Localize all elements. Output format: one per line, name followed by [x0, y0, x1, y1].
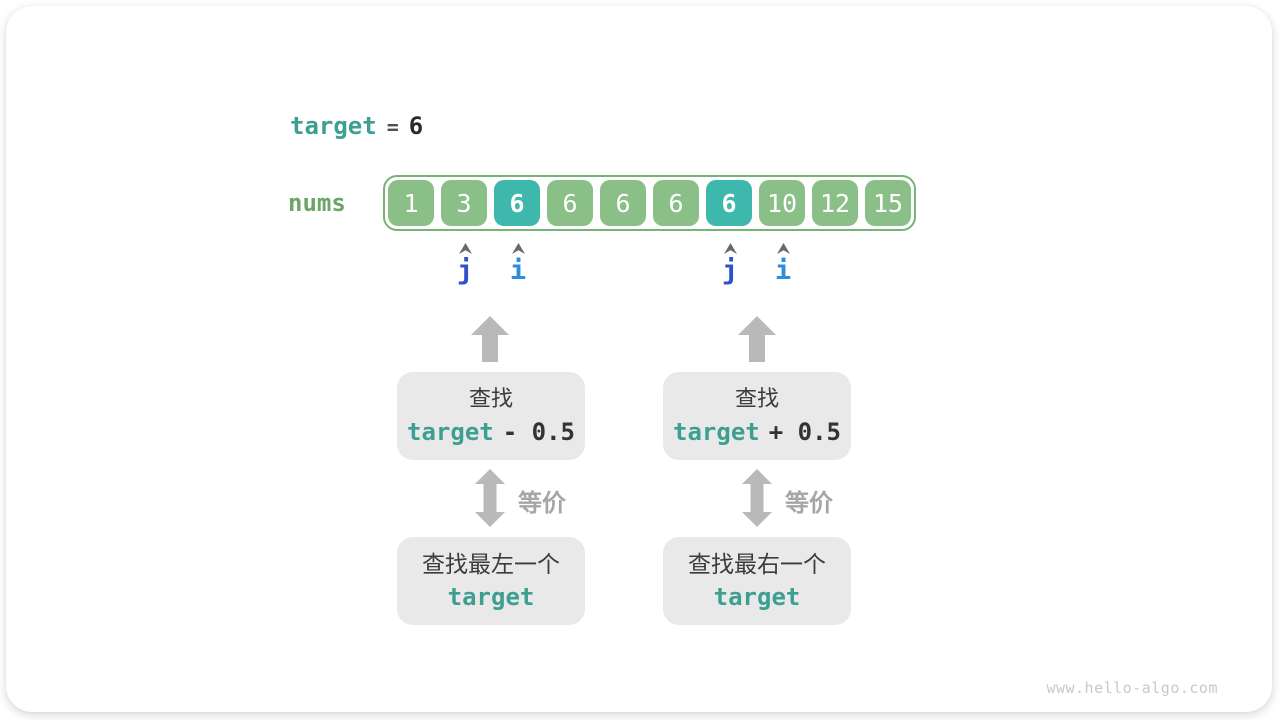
pointer-i-left: i — [502, 243, 534, 286]
array-cell: 6 — [600, 180, 646, 226]
arrow-up-icon — [471, 316, 509, 362]
caret-up-icon — [458, 243, 472, 254]
search-expression: target + 0.5 — [673, 416, 841, 448]
array-cell: 6 — [547, 180, 593, 226]
target-keyword: target — [290, 112, 377, 140]
pointer-j-right: j — [714, 243, 746, 286]
array-cell: 3 — [441, 180, 487, 226]
expression-operator: + 0.5 — [768, 417, 841, 446]
search-box-left: 查找 target - 0.5 — [397, 372, 585, 460]
pointer-label-j: j — [456, 255, 474, 286]
result-box-left: 查找最左一个 target — [397, 537, 585, 625]
result-expression: target — [448, 581, 535, 613]
search-label: 查找 — [734, 385, 779, 411]
watermark: www.hello-algo.com — [1046, 679, 1218, 697]
diagram-card — [6, 6, 1272, 712]
search-label: 查找 — [468, 385, 513, 411]
array-cell: 6 — [706, 180, 752, 226]
search-expression: target - 0.5 — [407, 416, 575, 448]
target-expression: target = 6 — [290, 112, 423, 140]
equals-sign: = — [386, 115, 399, 139]
array-cell: 6 — [653, 180, 699, 226]
result-box-right: 查找最右一个 target — [663, 537, 851, 625]
pointer-j-left: j — [449, 243, 481, 286]
caret-up-icon — [723, 243, 737, 254]
pointer-label-i: i — [774, 255, 792, 286]
expression-operator: - 0.5 — [502, 417, 575, 446]
array-cell: 6 — [494, 180, 540, 226]
result-label: 查找最左一个 — [422, 550, 560, 577]
target-keyword: target — [407, 417, 494, 446]
equivalence-label: 等价 — [785, 490, 833, 517]
array-cell: 15 — [865, 180, 911, 226]
pointer-label-i: i — [509, 255, 527, 286]
target-keyword: target — [673, 417, 760, 446]
nums-label: nums — [288, 189, 346, 217]
target-keyword: target — [447, 582, 535, 611]
pointer-i-right: i — [767, 243, 799, 286]
result-label: 查找最右一个 — [688, 550, 826, 577]
search-box-right: 查找 target + 0.5 — [663, 372, 851, 460]
caret-up-icon — [776, 243, 790, 254]
target-value: 6 — [408, 112, 424, 140]
caret-up-icon — [511, 243, 525, 254]
equivalence-label: 等价 — [518, 490, 566, 517]
array-cell: 10 — [759, 180, 805, 226]
double-arrow-vertical-icon — [475, 469, 505, 527]
pointer-label-j: j — [721, 255, 739, 286]
array-cell: 1 — [388, 180, 434, 226]
arrow-up-icon — [738, 316, 776, 362]
nums-array: 1 3 6 6 6 6 6 10 12 15 — [383, 175, 916, 231]
array-cell: 12 — [812, 180, 858, 226]
double-arrow-vertical-icon — [742, 469, 772, 527]
target-keyword: target — [713, 582, 801, 611]
result-expression: target — [714, 581, 801, 613]
